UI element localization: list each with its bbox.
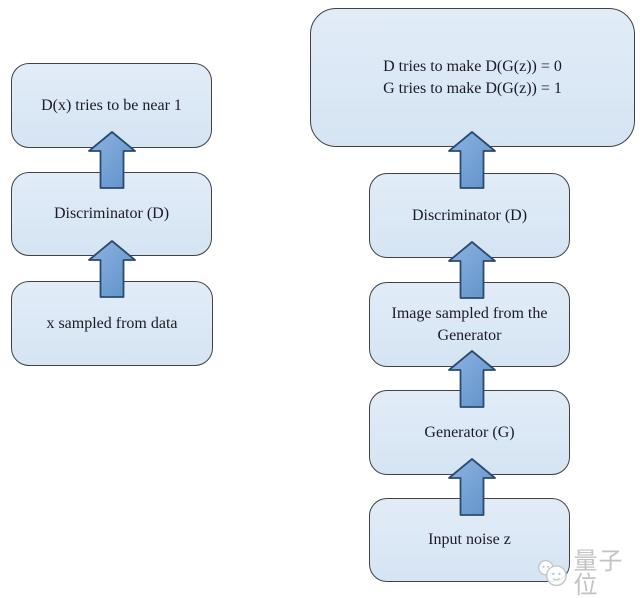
box-d-g-objectives: D tries to make D(G(z)) = 0 G tries to m… <box>310 8 635 147</box>
up-arrow-icon <box>88 240 136 298</box>
up-arrow-icon <box>448 131 496 189</box>
up-arrow-icon <box>448 458 496 516</box>
chat-bubbles-icon <box>537 559 567 587</box>
up-arrow-icon <box>448 350 496 408</box>
box-label: Discriminator (D) <box>411 206 528 224</box>
box-label: x sampled from data <box>46 314 178 332</box>
box-label: Image sampled from the Generator <box>391 304 548 344</box>
up-arrow-icon <box>448 241 496 299</box>
watermark: 量子位 <box>536 549 640 597</box>
box-label: Generator (G) <box>424 423 515 441</box>
box-label: D(x) tries to be near 1 <box>41 96 182 114</box>
objective-line-d: D tries to make D(G(z)) = 0 <box>383 57 562 75</box>
watermark-text: 量子位 <box>573 547 624 598</box>
box-label: Discriminator (D) <box>53 205 170 223</box>
objective-line-g: G tries to make D(G(z)) = 1 <box>383 79 562 97</box>
box-label: D tries to make D(G(z)) = 0 G tries to m… <box>373 56 572 99</box>
box-label: Input noise z <box>428 531 511 549</box>
up-arrow-icon <box>88 131 136 189</box>
